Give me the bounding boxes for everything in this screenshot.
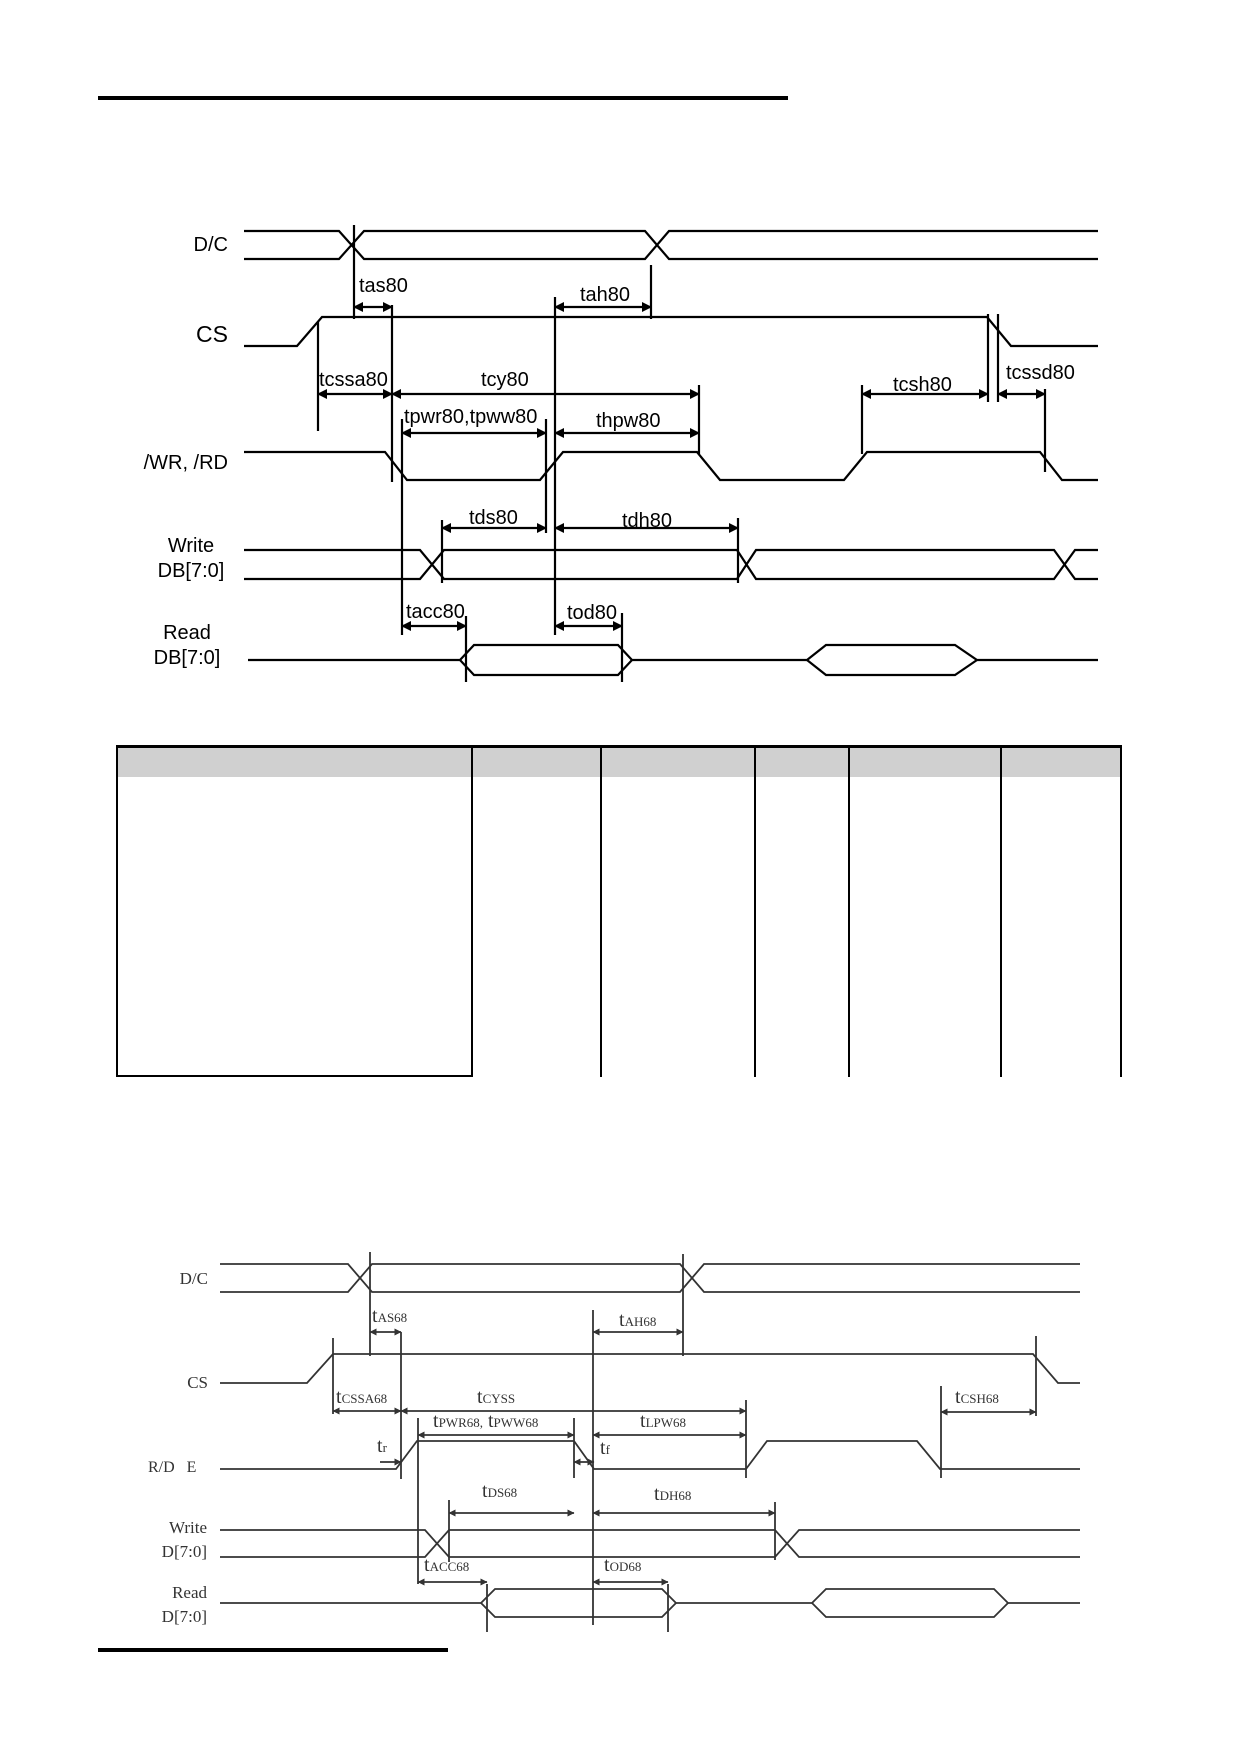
timing-label-tah68: tAH68: [619, 1309, 657, 1331]
timing-label-tas68: tAS68: [372, 1305, 408, 1327]
timing-label-tacc80: tacc80: [406, 601, 465, 623]
timing-label-thpw80: thpw80: [596, 410, 661, 432]
timing-characteristics-table: [116, 745, 1122, 1077]
timing-label-tcy80: tcy80: [481, 369, 529, 391]
table-header-row: [116, 745, 1122, 777]
table-column-divider: [848, 745, 850, 1077]
timing-label-tdh80: tdh80: [622, 510, 673, 532]
timing-label-tas80: tas80: [359, 275, 408, 297]
signal-label-write: Write: [167, 535, 215, 557]
signal-label-read: Read: [163, 622, 211, 644]
signal-label-wr-rd: /WR, /RD: [143, 452, 228, 474]
signal-label-cs: CS: [196, 321, 228, 347]
signal-label-read-68: Read: [172, 1583, 207, 1602]
signal-label-cs-68: CS: [187, 1373, 208, 1392]
timing-label-tlpw68: tLPW68: [640, 1410, 687, 1432]
dc-waveform-68: [220, 1263, 1080, 1293]
table-border-right: [1120, 745, 1122, 1077]
timing-diagram-8080: [244, 225, 1098, 682]
signal-label-read-bus: DB[7:0]: [153, 647, 221, 669]
timing-label-tds80: tds80: [469, 507, 518, 529]
table-column-divider: [1000, 745, 1002, 1077]
write-d-waveform-68: [220, 1529, 1080, 1558]
timing-label-tcyss: tCYSS: [477, 1386, 516, 1408]
timing-label-tcssa80: tcssa80: [319, 369, 388, 391]
timing-label-tdh68: tDH68: [654, 1483, 692, 1505]
timing-label-tah80: tah80: [580, 284, 631, 306]
timing-label-tod68: tOD68: [604, 1554, 642, 1576]
timing-label-tf: tf: [600, 1437, 610, 1459]
signal-label-write-68: Write: [168, 1518, 207, 1537]
signal-label-dc: D/C: [193, 234, 228, 256]
timing-label-tds68: tDS68: [482, 1480, 518, 1502]
timing-label-tpwr68-tpww68: tPWR68, tPWW68: [433, 1410, 539, 1432]
table-column-divider: [600, 745, 602, 1077]
timing-label-tcsh68: tCSH68: [955, 1386, 999, 1408]
cs-waveform: [244, 315, 1098, 348]
signal-label-write-bus: DB[7:0]: [157, 560, 225, 582]
signal-label-write-bus-68: D[7:0]: [161, 1542, 207, 1561]
read-d-waveform-68: [220, 1588, 1080, 1604]
table-bottom-border: [116, 1075, 473, 1077]
timing-label-tcssd80: tcssd80: [1006, 362, 1075, 384]
signal-label-rd-e-68: R/D E: [148, 1459, 197, 1476]
timing-label-tcssa68: tCSSA68: [336, 1386, 388, 1408]
timing-label-tacc68: tACC68: [424, 1554, 470, 1576]
rd-e-waveform-68: [220, 1440, 1080, 1470]
wr-rd-waveform: [244, 450, 1098, 482]
dc-waveform: [244, 229, 1098, 261]
top-rule: [98, 96, 788, 100]
table-column-divider: [754, 745, 756, 1077]
table-border-left: [116, 745, 118, 1077]
timing-label-tpwr80-tpww80: tpwr80,tpww80: [404, 406, 538, 428]
table-column-divider: [471, 745, 473, 1077]
cs-waveform-68: [220, 1353, 1080, 1384]
timing-label-tcsh80: tcsh80: [893, 374, 952, 396]
timing-label-tod80: tod80: [567, 602, 618, 624]
timing-label-tr: tr: [377, 1435, 387, 1457]
bottom-rule: [98, 1648, 448, 1652]
signal-label-dc-68: D/C: [179, 1269, 208, 1288]
signal-label-read-bus-68: D[7:0]: [161, 1607, 207, 1626]
